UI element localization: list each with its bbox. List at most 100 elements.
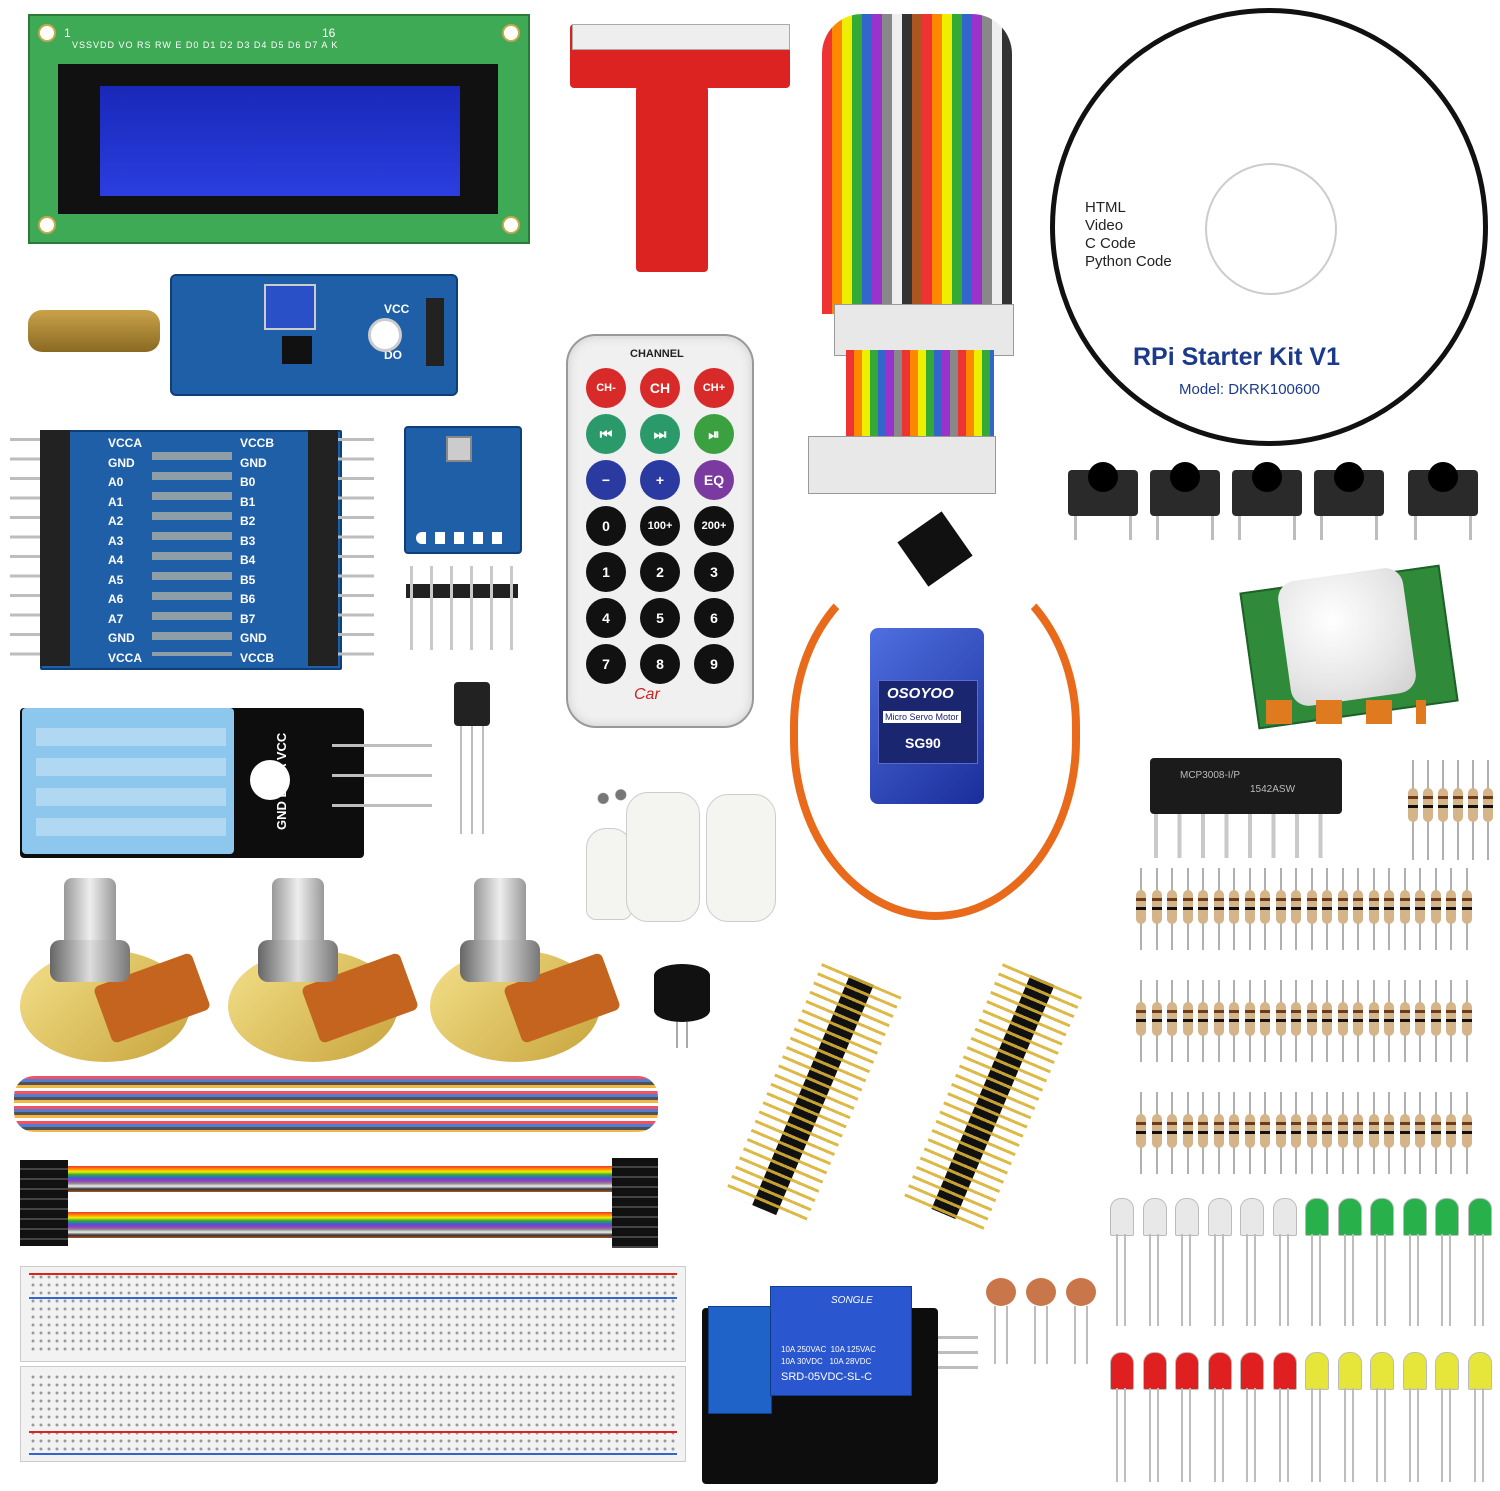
remote-button[interactable]: 2 — [640, 552, 680, 592]
resistor — [1453, 788, 1463, 822]
resistor — [1229, 1114, 1239, 1148]
resistor — [1384, 890, 1394, 924]
led — [1467, 1198, 1492, 1236]
pir-dome[interactable] — [1275, 565, 1419, 709]
resistor — [1291, 1114, 1301, 1148]
remote-button[interactable]: − — [586, 460, 626, 500]
remote-button[interactable]: 6 — [694, 598, 734, 638]
level-shifter-left-header — [40, 430, 70, 666]
dupont-ribbon — [60, 1166, 620, 1192]
servo-label-plate: OSOYOO Micro Servo Motor SG90 — [878, 680, 978, 764]
led — [1402, 1352, 1427, 1390]
level-shifter-right-header — [308, 430, 338, 666]
resistor — [1322, 1002, 1332, 1036]
relay-pins — [938, 1336, 978, 1380]
level-shifter-label: A2 — [108, 514, 124, 528]
resistor — [1291, 1002, 1301, 1036]
led — [1435, 1198, 1459, 1236]
ribbon-connector — [834, 304, 1014, 356]
resistor — [1260, 1114, 1270, 1148]
pir-trim-pots — [1266, 700, 1426, 724]
remote-button[interactable]: + — [640, 460, 680, 500]
level-shifter-label: B7 — [240, 611, 256, 626]
led-leads — [1148, 1388, 1161, 1482]
remote-button[interactable]: 200+ — [694, 506, 734, 546]
level-shifter-label: B3 — [240, 533, 256, 548]
remote-button[interactable]: 100+ — [640, 506, 680, 546]
remote-button[interactable]: CH — [640, 368, 680, 408]
level-shifter-label: B4 — [240, 553, 256, 567]
remote-button[interactable]: 1 — [586, 552, 626, 592]
jumper-wires-bundle — [14, 1076, 658, 1132]
remote-button[interactable]: CH- — [586, 368, 626, 408]
led-leads — [1181, 1234, 1193, 1326]
potentiometer-knob[interactable] — [258, 940, 338, 982]
remote-button[interactable]: 9 — [694, 644, 734, 684]
header-pins — [426, 298, 444, 366]
led — [1240, 1198, 1264, 1236]
remote-button[interactable]: ⏮ — [586, 414, 626, 454]
resistor — [1182, 1002, 1193, 1036]
channel-label: CHANNEL — [630, 348, 684, 360]
resistor — [1291, 890, 1301, 924]
servo-horn — [626, 792, 700, 922]
led-leads — [1441, 1388, 1453, 1482]
tactile-button-leads — [1414, 516, 1472, 540]
lcd-module: 1 VSSVDD VO RS RW E D0 D1 D2 D3 D4 D5 D6… — [28, 14, 530, 244]
remote-button[interactable]: 7 — [586, 644, 626, 684]
vcc-label: VCC — [384, 302, 410, 316]
led — [1110, 1198, 1134, 1236]
tilt-cylinder — [28, 310, 160, 352]
chip-marking: 1542ASW — [1250, 784, 1296, 795]
dht11-hole — [250, 760, 290, 800]
level-shifter-label: A7 — [108, 611, 124, 626]
led-leads — [1278, 1234, 1291, 1326]
dupont-connectors-right — [612, 1158, 658, 1248]
servo-horn — [586, 828, 632, 920]
servo-horn — [706, 794, 776, 922]
led-leads — [1408, 1234, 1421, 1326]
resistor — [1353, 890, 1363, 924]
remote-button[interactable]: 8 — [640, 644, 680, 684]
level-shifter-label: VCCA — [108, 650, 143, 665]
remote-button[interactable]: ⏯ — [694, 414, 734, 454]
tactile-button-leads — [1320, 516, 1378, 540]
resistor — [1446, 890, 1456, 924]
servo-model: SG90 — [905, 735, 941, 751]
resistor — [1306, 1002, 1317, 1036]
remote-button[interactable]: 0 — [586, 506, 626, 546]
tactile-button-cap — [1428, 462, 1458, 492]
resistor — [1198, 1002, 1208, 1036]
relay-model: SRD-05VDC-SL-C — [781, 1371, 873, 1383]
led-leads — [1376, 1388, 1388, 1482]
pin-header-gold-2 — [903, 963, 1083, 1231]
resistor — [1167, 1114, 1177, 1148]
cd-content-list: HTML Video C Code Python Code — [1085, 199, 1172, 271]
potentiometer-knob[interactable] — [460, 940, 540, 982]
remote-button[interactable]: CH+ — [694, 368, 734, 408]
lcd-pin-labels: VSSVDD VO RS RW E D0 D1 D2 D3 D4 D5 D6 D… — [72, 40, 339, 50]
dht11-pins — [332, 744, 432, 816]
cd-line: Video — [1085, 217, 1124, 234]
resistor — [1415, 1002, 1425, 1036]
remote-button[interactable]: 3 — [694, 552, 734, 592]
screws — [590, 784, 634, 820]
led — [1240, 1352, 1264, 1390]
chip-marking: MCP3008-I/P — [1180, 770, 1241, 781]
relay-terminal-block — [708, 1306, 772, 1414]
remote-button[interactable]: ⏭ — [640, 414, 680, 454]
resistor — [1430, 890, 1441, 924]
potentiometer-knob[interactable] — [50, 940, 130, 982]
potentiometer[interactable] — [264, 284, 316, 330]
resistor — [1446, 1114, 1456, 1148]
remote-button[interactable]: EQ — [694, 460, 734, 500]
remote-button[interactable]: 5 — [640, 598, 680, 638]
led — [1337, 1352, 1362, 1390]
tilt-sensor-board: VCC DO — [170, 274, 458, 396]
level-shifter-label: A0 — [108, 475, 124, 489]
resistor — [1136, 890, 1146, 924]
remote-button[interactable]: 4 — [586, 598, 626, 638]
level-shifter-label: GND — [108, 631, 135, 645]
resistor — [1260, 1002, 1270, 1036]
led — [1142, 1352, 1167, 1390]
